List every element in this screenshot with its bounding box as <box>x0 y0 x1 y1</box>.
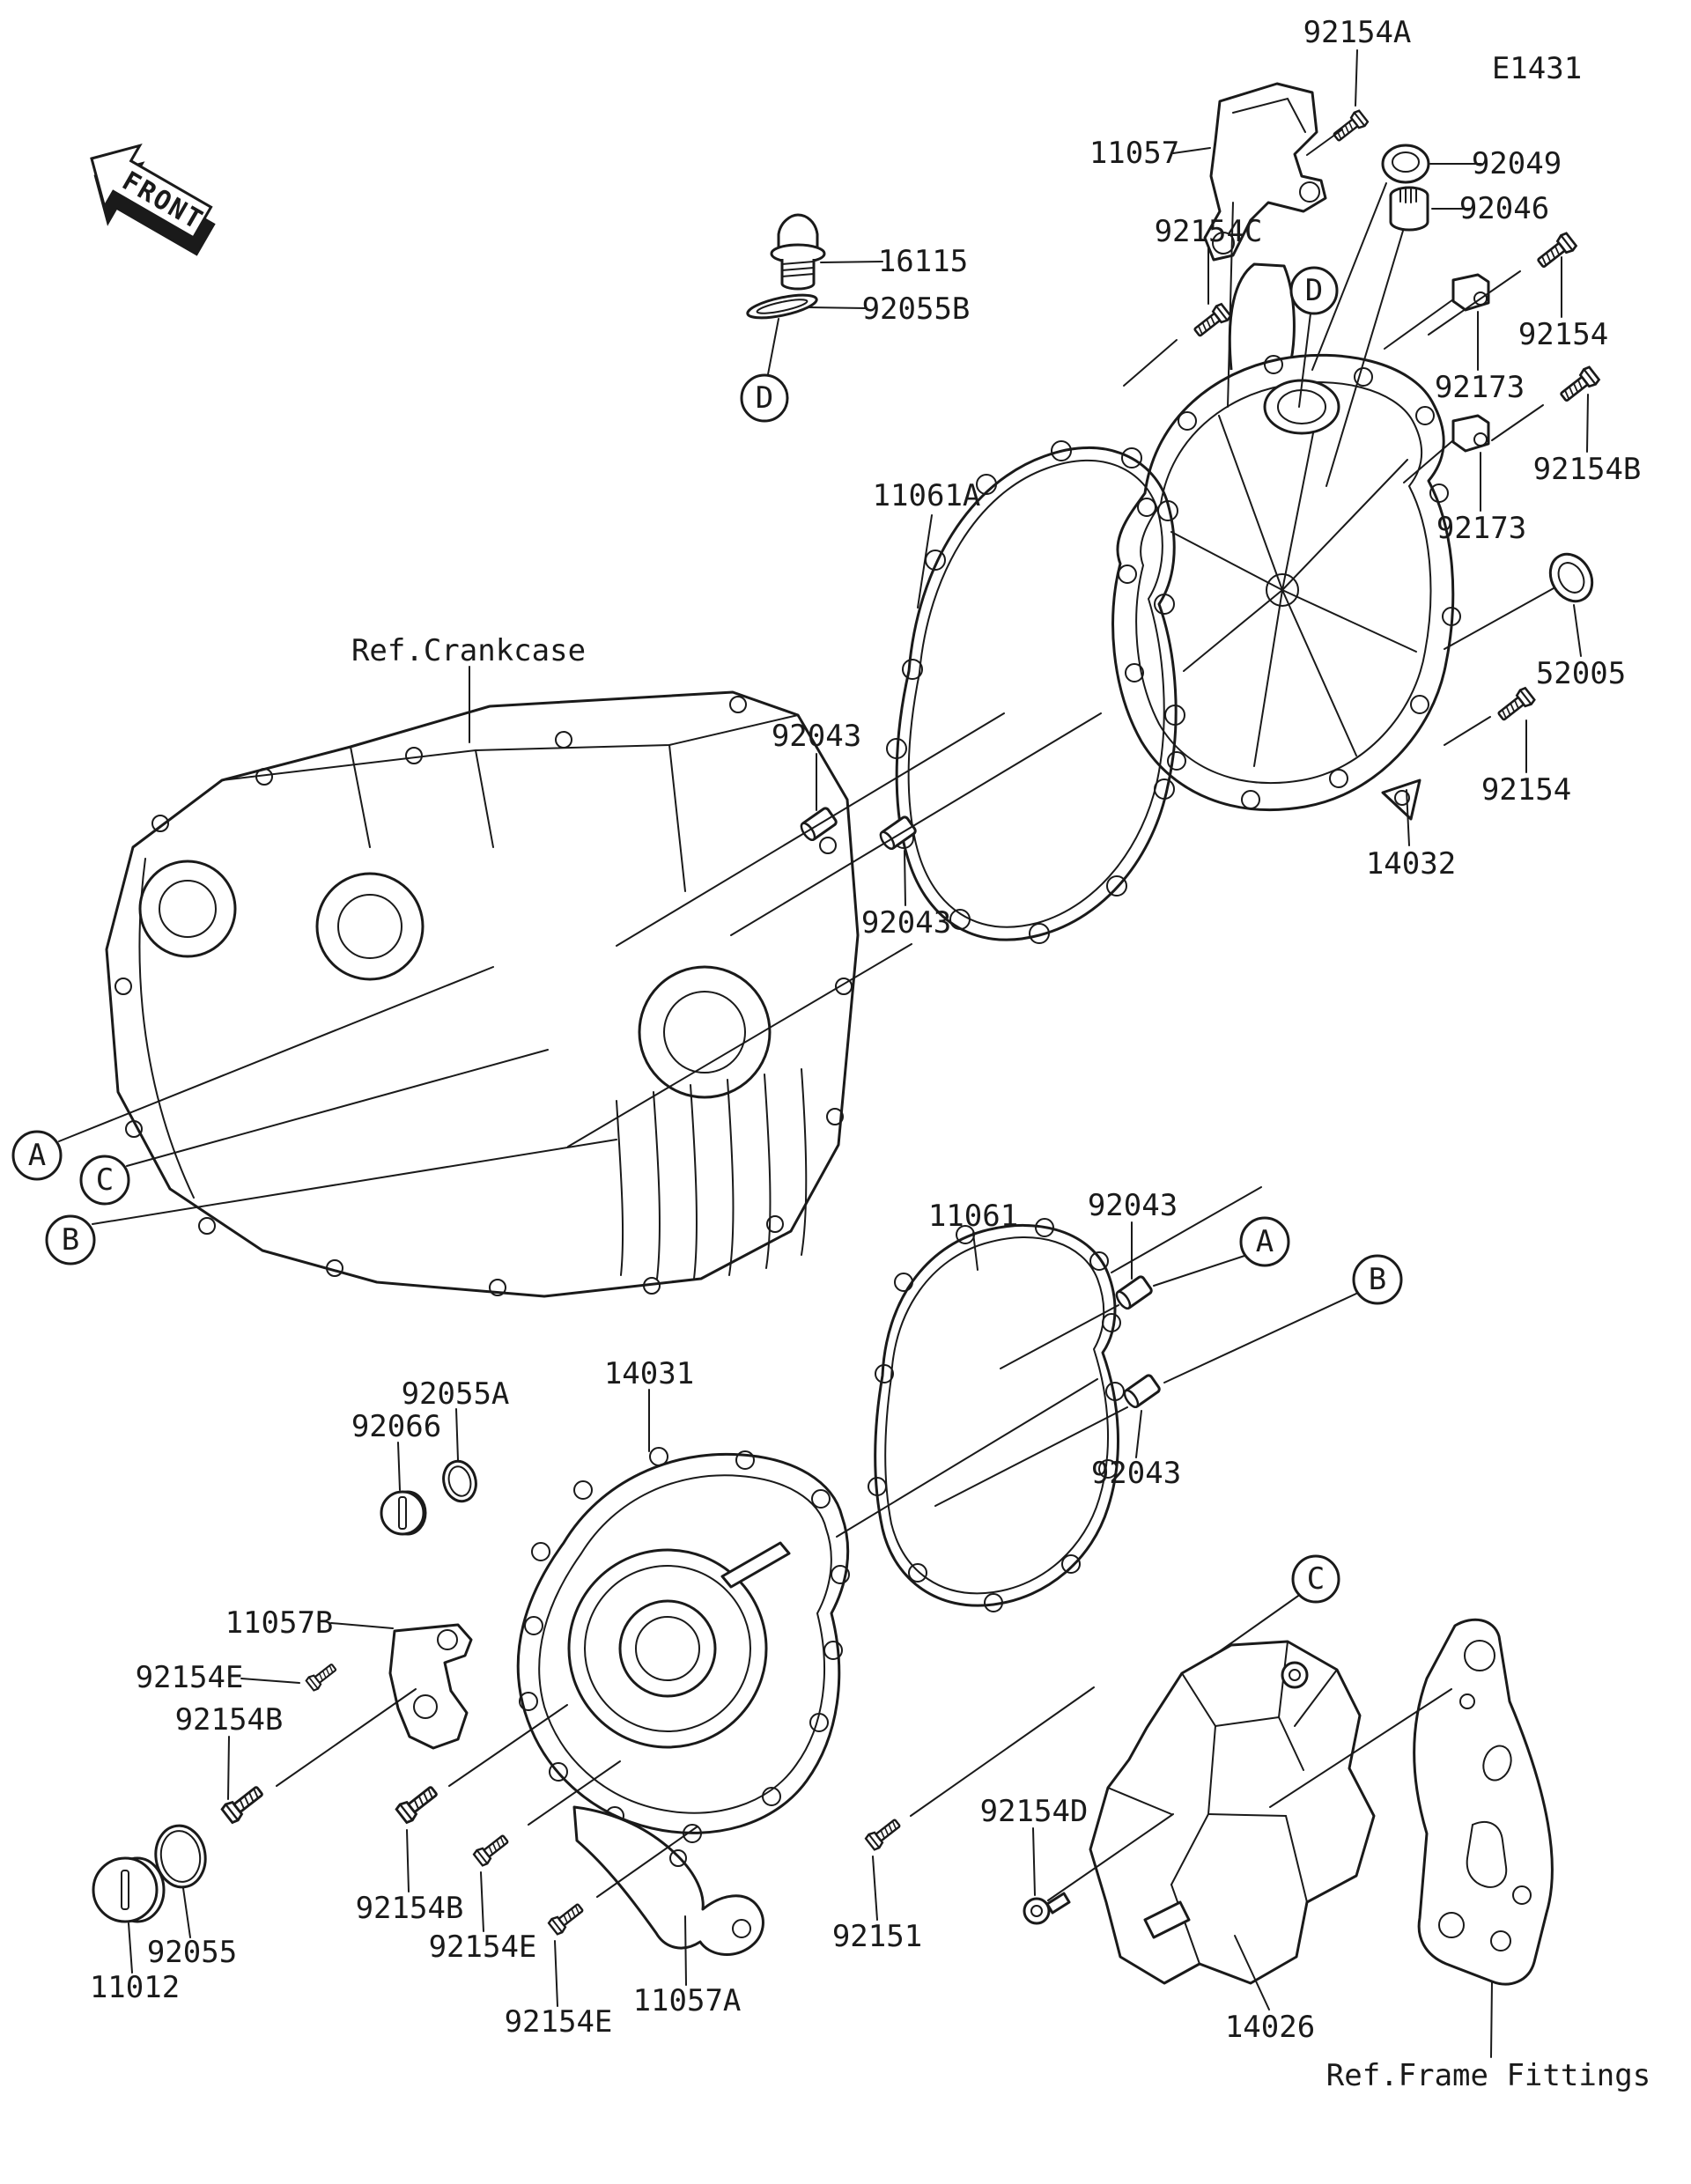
view-marker-a-right: A <box>1256 1224 1274 1259</box>
ref-label-frame-fittings: Ref.Frame Fittings <box>1326 2058 1650 2093</box>
part-label-92154e-c: 92154E <box>505 2004 613 2040</box>
part-label-92154d: 92154D <box>980 1794 1089 1829</box>
part-label-92049: 92049 <box>1472 146 1562 181</box>
bracket-11057a-drawing <box>572 1805 764 1956</box>
part-label-92154-mid: 92154 <box>1481 772 1571 808</box>
clutch-cover-gasket-drawing <box>886 440 1185 944</box>
part-label-16115: 16115 <box>878 244 968 279</box>
part-label-92055b: 92055B <box>862 291 971 327</box>
part-label-92173-upper: 92173 <box>1435 370 1525 405</box>
part-label-52005: 52005 <box>1536 656 1626 691</box>
generator-cover-gasket-drawing <box>868 1218 1125 1612</box>
part-label-11012: 11012 <box>90 1970 180 2005</box>
part-label-92043-b: 92043 <box>861 905 951 941</box>
part-label-92154b-right: 92154B <box>1533 452 1642 487</box>
view-marker-b-left: B <box>62 1222 79 1258</box>
oil-seal-52005-drawing <box>1548 552 1594 603</box>
part-label-92154b-b: 92154B <box>356 1891 464 1926</box>
part-label-14031: 14031 <box>604 1356 694 1391</box>
needle-bearing-92046-drawing <box>1389 186 1429 232</box>
front-direction-arrow: FRONT <box>90 143 216 256</box>
part-label-11057b: 11057B <box>225 1605 334 1641</box>
part-label-92043-d: 92043 <box>1091 1456 1181 1491</box>
part-label-92066: 92066 <box>351 1409 441 1444</box>
part-label-14032: 14032 <box>1366 846 1456 882</box>
view-marker-circles: A C B D D A B C <box>11 266 1403 1604</box>
part-label-14026: 14026 <box>1225 2010 1315 2045</box>
part-label-11057a: 11057A <box>633 1983 742 2018</box>
screw-92154d-drawing <box>1023 1892 1071 1925</box>
oil-seal-92049-drawing <box>1381 144 1430 184</box>
clamp-92173-lower-drawing <box>1451 414 1490 453</box>
part-labels: E1431 92154A 11057 92049 92046 92154C 16… <box>90 15 1650 2093</box>
frame-fitting-plate-drawing <box>1413 1618 1554 1986</box>
clamp-92173-upper-drawing <box>1451 273 1490 312</box>
part-label-92055a: 92055A <box>402 1376 510 1412</box>
generator-cover-drawing <box>516 1447 850 1843</box>
part-label-11061a: 11061A <box>873 478 981 513</box>
diagram-code: E1431 <box>1492 51 1582 86</box>
part-label-92154e-b: 92154E <box>429 1929 537 1965</box>
bracket-11057b-drawing <box>388 1623 473 1750</box>
o-ring-92055-drawing <box>154 1824 207 1889</box>
oil-filler-plug-16115-drawing <box>770 213 826 291</box>
o-ring-92055a-drawing <box>442 1459 477 1503</box>
part-label-11061: 11061 <box>928 1199 1018 1234</box>
part-label-92154b-a: 92154B <box>175 1702 284 1738</box>
crankcase-drawing <box>105 690 860 1298</box>
o-ring-92055b-drawing <box>746 293 818 320</box>
leader-lines <box>58 49 1589 2058</box>
ref-label-crankcase: Ref.Crankcase <box>351 633 586 668</box>
part-label-92043-a: 92043 <box>772 719 861 754</box>
view-marker-c-right: C <box>1307 1561 1325 1597</box>
view-marker-d-top: D <box>1305 273 1323 308</box>
part-label-92154a: 92154A <box>1303 15 1412 50</box>
part-label-92046: 92046 <box>1459 191 1549 226</box>
bracket-11057-drawing <box>1203 82 1327 262</box>
part-label-11057: 11057 <box>1089 136 1179 171</box>
part-label-92043-c: 92043 <box>1088 1188 1178 1223</box>
view-marker-c-left: C <box>96 1162 114 1198</box>
view-marker-a-left: A <box>28 1138 46 1173</box>
part-label-92154-top: 92154 <box>1518 317 1608 352</box>
sprocket-cover-drawing <box>1089 1640 1376 1985</box>
part-label-92151: 92151 <box>832 1919 922 1954</box>
clutch-cover-drawing <box>1111 262 1461 821</box>
view-marker-d-left: D <box>756 380 773 416</box>
part-label-92154c: 92154C <box>1155 214 1263 249</box>
timing-cap-11012-drawing <box>92 1856 166 1923</box>
part-label-92173-lower: 92173 <box>1436 511 1526 546</box>
plug-92066-drawing <box>380 1490 427 1536</box>
part-label-92154e-a: 92154E <box>136 1660 244 1695</box>
part-label-92055: 92055 <box>147 1935 237 1970</box>
view-marker-b-right: B <box>1369 1262 1386 1297</box>
